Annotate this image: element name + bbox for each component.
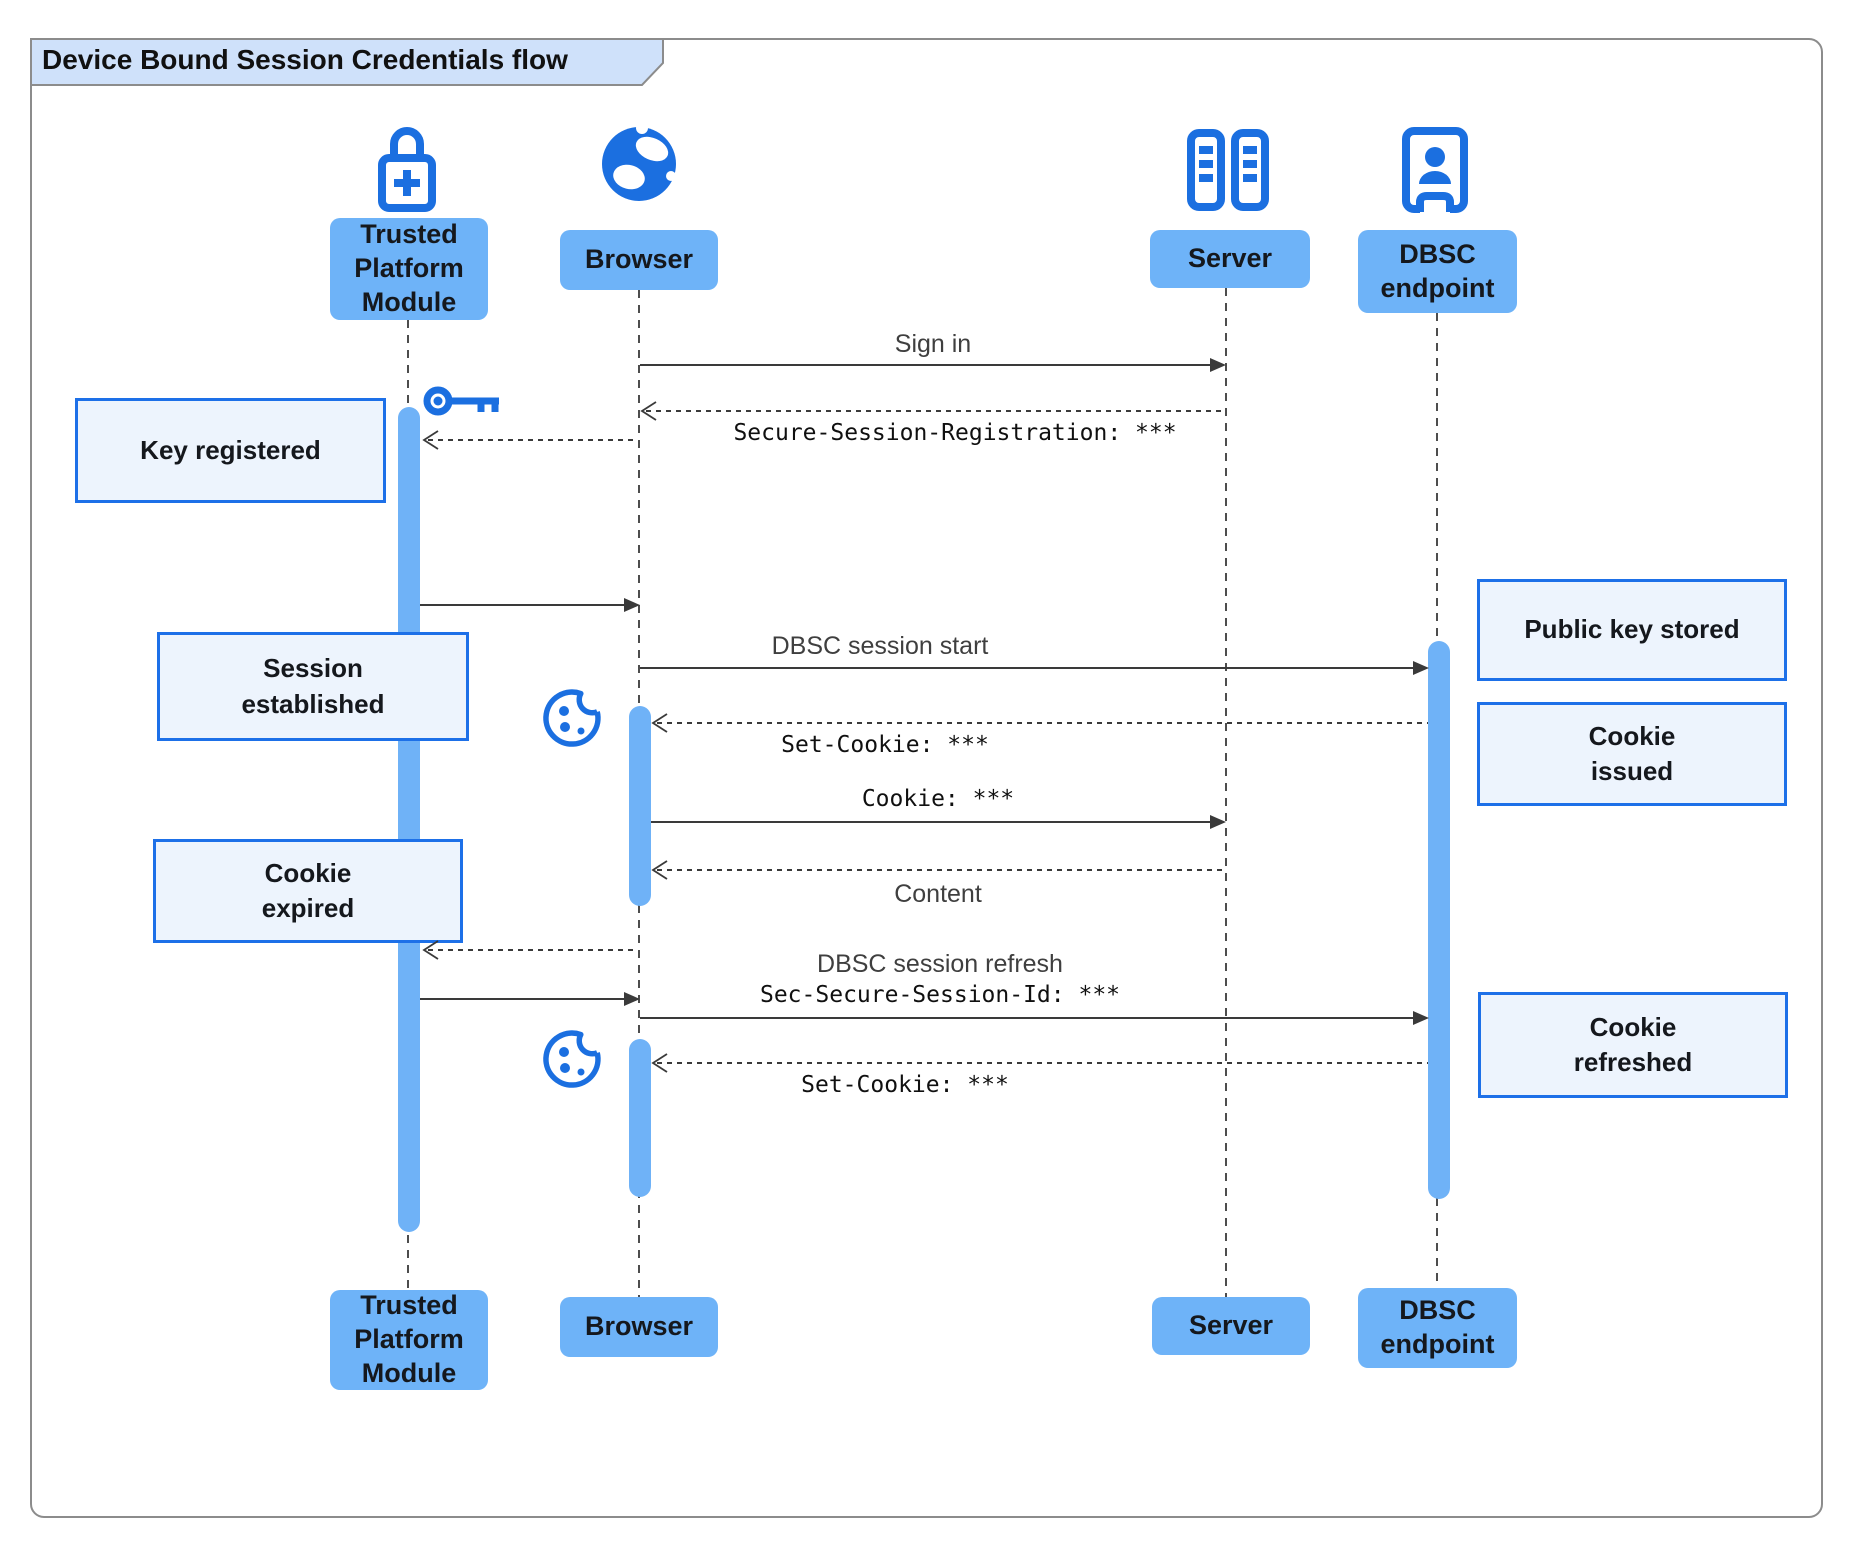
note-cookie-issued: Cookie issued (1477, 702, 1787, 806)
message-refresh-key-line (428, 949, 638, 951)
message-session-id-label: Sec-Secure-Session-Id: *** (759, 982, 1121, 1008)
arrowhead-icon (1210, 358, 1226, 372)
cookie-icon (543, 1030, 601, 1088)
message-set-cookie-1-label: Set-Cookie: *** (781, 732, 989, 758)
message-cookie-label: Cookie: *** (861, 786, 1015, 812)
arrowhead-open-icon (422, 940, 439, 960)
message-dbsc-refresh-label: DBSC session refresh (817, 950, 1063, 978)
diagram-title: Device Bound Session Credentials flow (42, 44, 568, 75)
arrowhead-open-icon (422, 430, 439, 450)
arrowhead-icon (624, 598, 640, 612)
message-dbsc-refresh-line (640, 1017, 1415, 1019)
globe-icon (602, 124, 676, 201)
actor-dbsc-top: DBSC endpoint (1358, 230, 1517, 313)
note-cookie-expired: Cookie expired (153, 839, 463, 943)
actor-tpm-top: Trusted Platform Module (330, 218, 488, 320)
message-dbsc-start-line (640, 667, 1415, 669)
arrowhead-open-icon (651, 860, 668, 880)
activation-tpm (398, 407, 420, 1232)
diagram-title-tab: Device Bound Session Credentials flow (30, 38, 664, 86)
note-cookie-refreshed: Cookie refreshed (1478, 992, 1788, 1098)
note-session-established: Session established (157, 632, 469, 741)
actor-browser-top: Browser (560, 230, 718, 290)
arrowhead-icon (1210, 815, 1226, 829)
lock-plus-icon (378, 127, 436, 212)
message-ssr-label: Secure-Session-Registration: *** (733, 420, 1177, 446)
arrowhead-open-icon (651, 1053, 668, 1073)
note-key-registered: Key registered (75, 398, 386, 503)
actor-server-top: Server (1150, 230, 1310, 288)
message-content-line (657, 869, 1225, 871)
message-set-cookie-1-line (657, 722, 1428, 724)
arrowhead-icon (1413, 1011, 1429, 1025)
message-cookie-line (651, 821, 1212, 823)
actor-server-bottom: Server (1152, 1297, 1310, 1355)
activation-dbsc (1428, 641, 1450, 1199)
actor-dbsc-bottom: DBSC endpoint (1358, 1288, 1517, 1368)
actor-browser-bottom: Browser (560, 1297, 718, 1357)
arrowhead-open-icon (651, 713, 668, 733)
message-register-key-line (428, 439, 638, 441)
message-dbsc-start-label: DBSC session start (771, 632, 989, 660)
message-sign-in-line (640, 364, 1212, 366)
message-key-ready-line (420, 604, 626, 606)
message-sign-in-label: Sign in (894, 330, 972, 358)
person-door-icon (1402, 127, 1468, 214)
title-tab-shape (30, 38, 664, 86)
message-content-label: Content (894, 880, 982, 908)
server-rack-icon (1187, 129, 1269, 211)
message-key-proof-line (420, 998, 626, 1000)
arrowhead-icon (624, 992, 640, 1006)
activation-browser-1 (629, 706, 651, 906)
message-ssr-line (646, 410, 1225, 412)
arrowhead-icon (1413, 661, 1429, 675)
key-icon (423, 386, 499, 416)
lifeline-server (1225, 288, 1227, 1297)
message-set-cookie-2-label: Set-Cookie: *** (801, 1072, 1009, 1098)
activation-browser-2 (629, 1039, 651, 1197)
cookie-icon (543, 689, 601, 747)
arrowhead-open-icon (640, 401, 657, 421)
actor-tpm-bottom: Trusted Platform Module (330, 1290, 488, 1390)
message-set-cookie-2-line (657, 1062, 1428, 1064)
note-public-key-stored: Public key stored (1477, 579, 1787, 681)
